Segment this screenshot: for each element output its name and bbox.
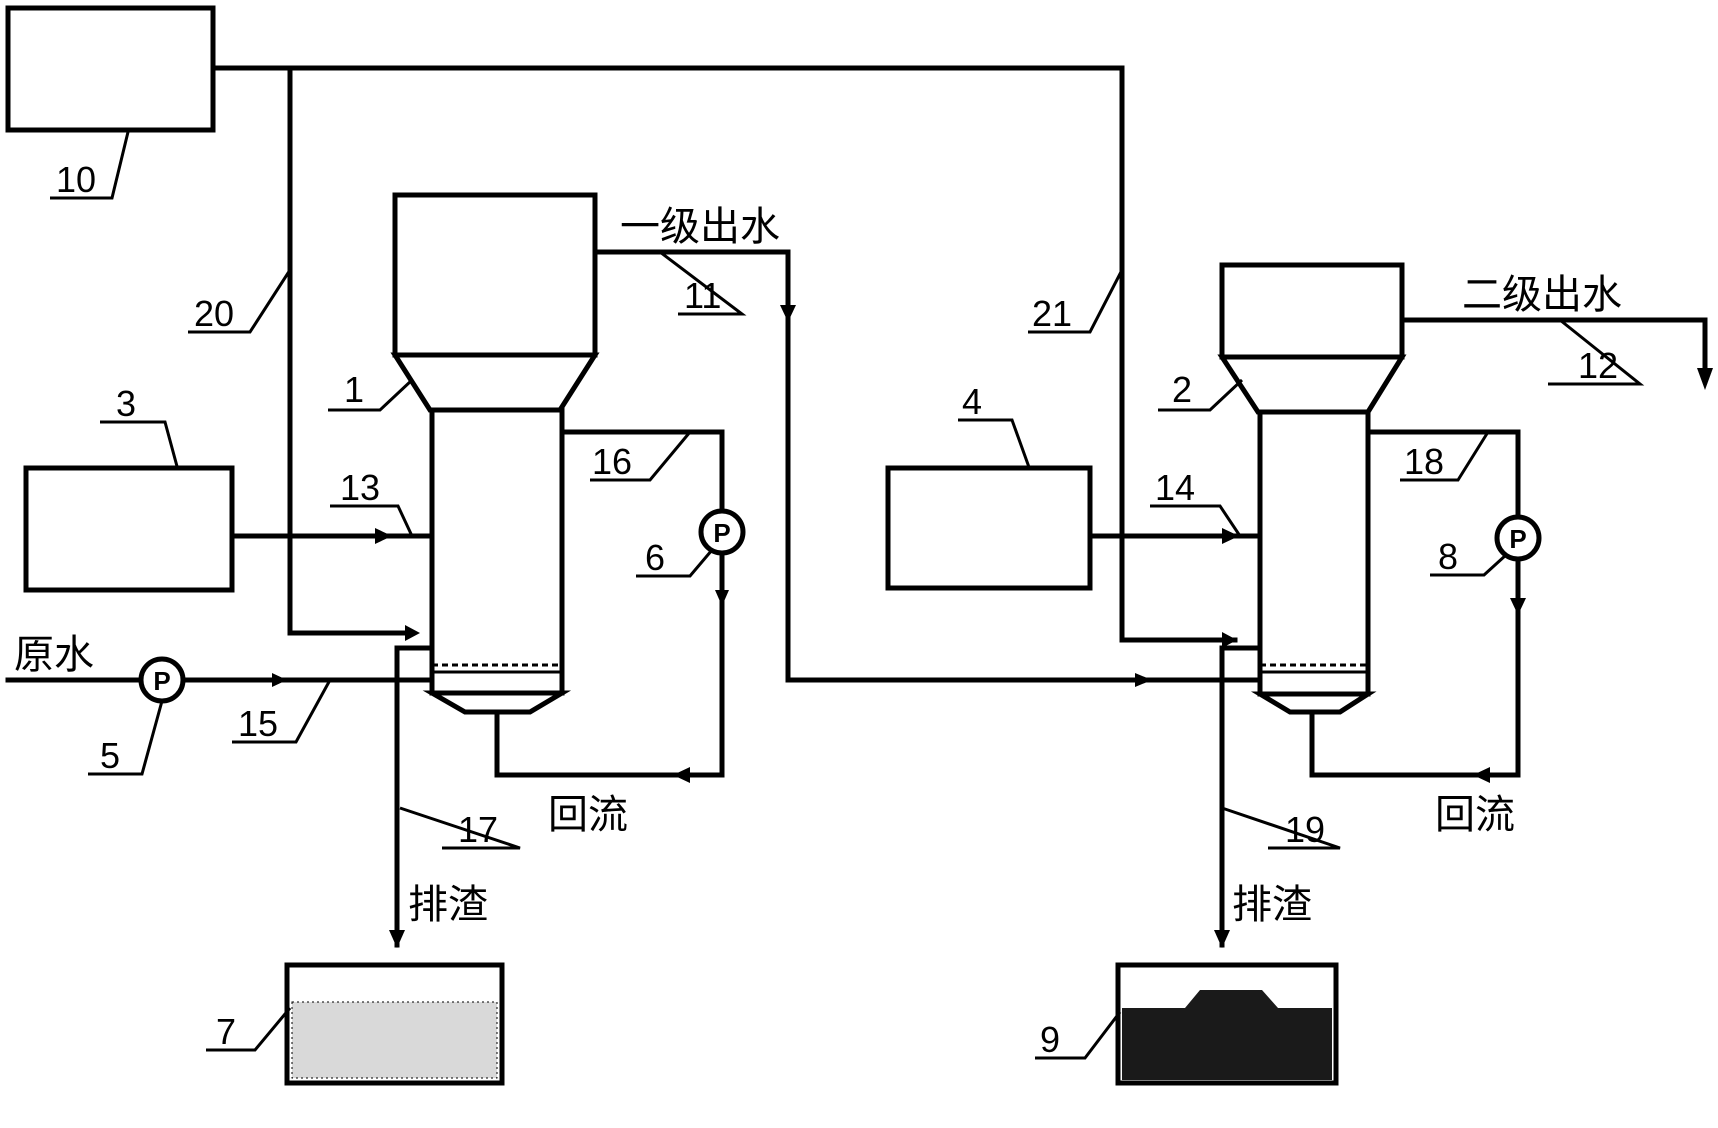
arrow-pipe-11-right [1135, 673, 1152, 687]
arrow-pipe-16-left [673, 767, 690, 783]
leader-14 [1150, 504, 1242, 537]
leader-21 [1028, 269, 1124, 334]
leader-8 [1430, 553, 1508, 577]
arrow-pipe-18-left [1473, 767, 1490, 783]
leader-10 [50, 131, 130, 200]
label-slag-1: 排渣 [408, 882, 488, 928]
leader-11 [659, 250, 747, 316]
pipe-top-header [210, 65, 1238, 643]
label-slag-2: 排渣 [1232, 882, 1312, 928]
pump-6-symbol: P [713, 518, 730, 548]
reactor-2-column [1257, 409, 1371, 697]
leader-19 [1221, 806, 1341, 850]
arrow-pipe-17 [389, 930, 405, 948]
label-14: 14 [1155, 467, 1195, 508]
arrow-pipe-11-down [780, 305, 796, 322]
leader-13 [330, 504, 414, 537]
pipe-11 [592, 249, 1268, 683]
reactor-2-bottom-cone [1250, 691, 1377, 715]
label-6: 6 [645, 537, 665, 578]
tank-7-sludge [291, 1001, 498, 1079]
reactor-2-cone [1217, 354, 1407, 415]
pipe-16 [494, 429, 725, 778]
label-16: 16 [592, 441, 632, 482]
label-11: 11 [684, 275, 721, 316]
label-2: 2 [1172, 369, 1192, 410]
leader-3 [100, 420, 180, 471]
arrow-pipe-14 [1222, 528, 1239, 544]
tank-9-sludge [1122, 990, 1332, 1080]
leader-20 [188, 269, 292, 334]
leader-5 [88, 700, 164, 776]
leader-12 [1548, 318, 1645, 386]
leader-16 [590, 431, 692, 482]
label-15: 15 [238, 703, 278, 744]
label-8: 8 [1438, 536, 1458, 577]
unit-4-box [885, 465, 1093, 591]
pump-8-symbol: P [1509, 524, 1526, 554]
label-20: 20 [194, 293, 234, 334]
label-secondary-effluent: 二级出水 [1462, 272, 1622, 318]
label-3: 3 [116, 383, 136, 424]
pump-6 [698, 508, 746, 556]
reactor-2-top [1219, 262, 1405, 360]
pump-8 [1494, 514, 1542, 562]
arrow-pipe-12 [1697, 368, 1713, 390]
arrow-pipe-20 [405, 625, 420, 641]
arrow-pipe-19 [1214, 930, 1230, 948]
unit-3-box [23, 465, 235, 593]
leader-4 [958, 418, 1032, 471]
label-12: 12 [1578, 345, 1618, 386]
label-raw-water: 原水 [14, 632, 94, 678]
label-17: 17 [458, 809, 498, 850]
reactor-1-bottom-cone [422, 690, 572, 715]
leader-9 [1035, 1011, 1122, 1060]
arrow-pipe-15 [272, 673, 287, 687]
reactor-1-cone [390, 352, 600, 413]
arrow-pipe-21 [1222, 632, 1237, 648]
arrow-pipe-16-down [715, 590, 729, 606]
pipe-17 [394, 645, 435, 948]
unit-10-box [5, 5, 216, 133]
reactor-1-top [392, 192, 598, 358]
reactor-1-column [429, 407, 565, 696]
pipe-12 [1399, 317, 1708, 383]
leader-18 [1400, 431, 1490, 482]
label-13: 13 [340, 467, 380, 508]
label-reflux-2: 回流 [1435, 792, 1515, 838]
pipe-20 [287, 65, 408, 636]
arrow-pipe-13 [375, 528, 392, 544]
label-19: 19 [1285, 809, 1325, 850]
label-9: 9 [1040, 1019, 1060, 1060]
label-4: 4 [962, 381, 982, 422]
pipe-18 [1309, 429, 1521, 778]
label-primary-effluent: 一级出水 [620, 204, 780, 250]
label-5: 5 [100, 735, 120, 776]
label-10: 10 [56, 159, 96, 200]
arrow-pipe-18-down [1510, 598, 1526, 615]
leader-15 [232, 679, 332, 744]
pump-5-symbol: P [153, 666, 170, 696]
label-7: 7 [216, 1011, 236, 1052]
pipe-19 [1219, 645, 1263, 948]
leader-2 [1158, 378, 1244, 412]
label-21: 21 [1032, 293, 1072, 334]
label-18: 18 [1404, 441, 1444, 482]
leader-17 [399, 806, 521, 850]
label-1: 1 [344, 369, 364, 410]
leader-6 [636, 549, 714, 578]
leader-7 [206, 1007, 292, 1052]
leader-1 [328, 378, 414, 412]
label-reflux-1: 回流 [548, 792, 628, 838]
